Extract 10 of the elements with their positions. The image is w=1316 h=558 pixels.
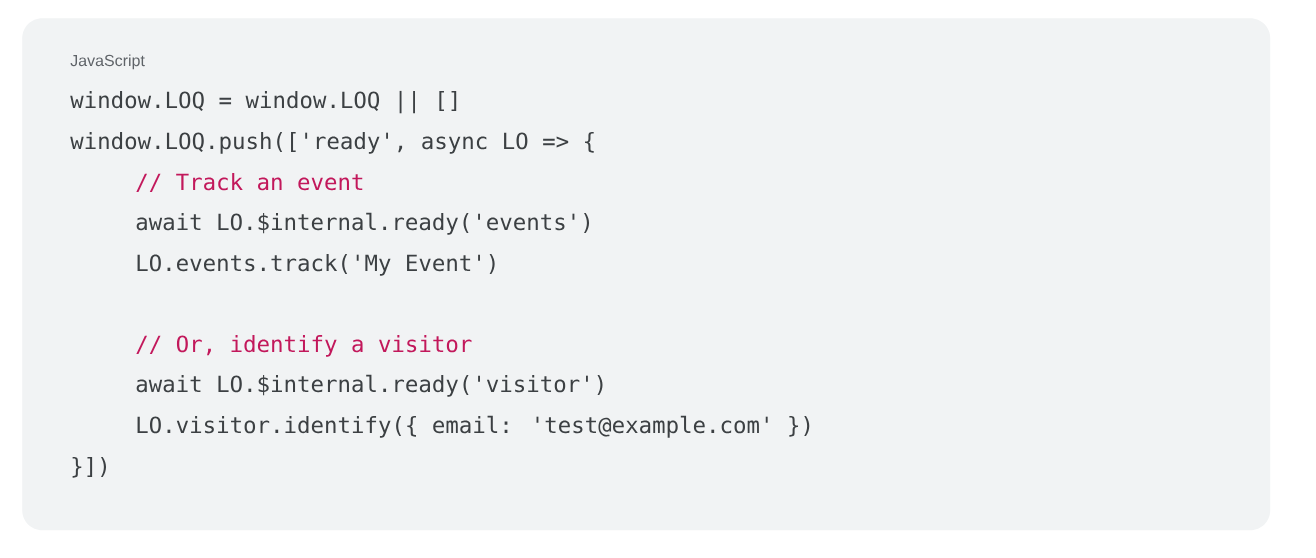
code-line: await LO.$internal.ready('visitor') (136, 374, 603, 397)
code-line: window.LOQ.push(['ready', async LO => { (70, 132, 594, 154)
code-line: window.LOQ = window.LOQ || [] (70, 90, 457, 114)
code-line: LO.events.track('My Event') (137, 254, 495, 276)
code-line: }]) (72, 457, 106, 478)
language-label: JavaScript (70, 54, 145, 70)
code-comment: // Or, identify a visitor (136, 335, 472, 357)
code-line: await LO.$internal.ready('events') (136, 212, 590, 235)
code-line: LO.visitor.identify({ email: 'test@example.com' }) (137, 415, 810, 438)
code-comment: // Track an event (136, 173, 363, 193)
